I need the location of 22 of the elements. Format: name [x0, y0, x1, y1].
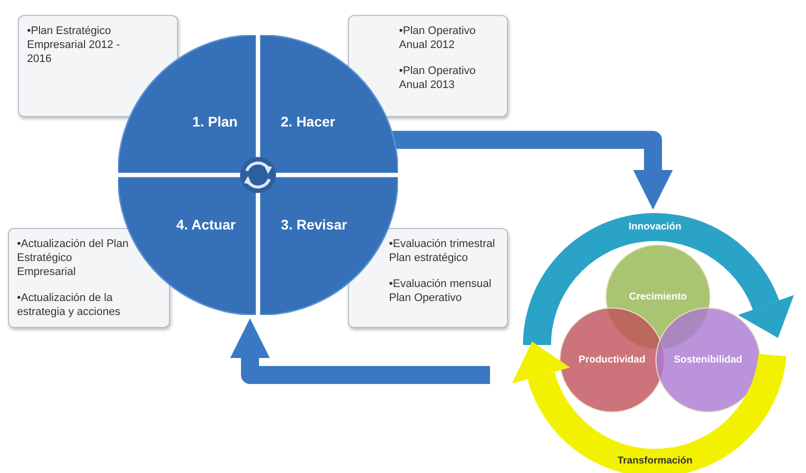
note-text: •Plan Operativo Anual 2012	[399, 24, 477, 52]
note-box	[348, 15, 508, 117]
quadrant-label: 4. Actuar	[176, 216, 236, 234]
arc-label: Innovación	[628, 220, 682, 234]
circle-label: Productividad	[578, 354, 646, 368]
note-text: •Evaluación mensual Plan Operativo	[389, 277, 492, 305]
note-box	[8, 228, 170, 328]
circle-label: Crecimiento	[629, 290, 687, 304]
note-text: •Plan Estratégico Empresarial 2012 - 2016	[27, 24, 121, 66]
circle-label: Sostenibilidad	[674, 354, 742, 368]
note-box	[18, 15, 178, 117]
block-arrow	[392, 130, 673, 210]
quadrant-label: 2. Hacer	[280, 112, 336, 132]
note-text: •Actualización de la estrategia y acciones	[17, 291, 122, 319]
arc-label: Transformación	[617, 454, 693, 468]
note-box	[348, 228, 508, 328]
note-text: •Plan Operativo Anual 2013	[399, 64, 477, 92]
note-text: •Evaluación trimestral Plan estratégico	[389, 237, 496, 265]
note-text: •Actualización del Plan Estratégico Empresarial	[17, 237, 129, 279]
block-arrow	[230, 318, 490, 384]
quadrant-label: 1. Plan	[192, 112, 238, 132]
quadrant-label: 3. Revisar	[280, 216, 348, 234]
